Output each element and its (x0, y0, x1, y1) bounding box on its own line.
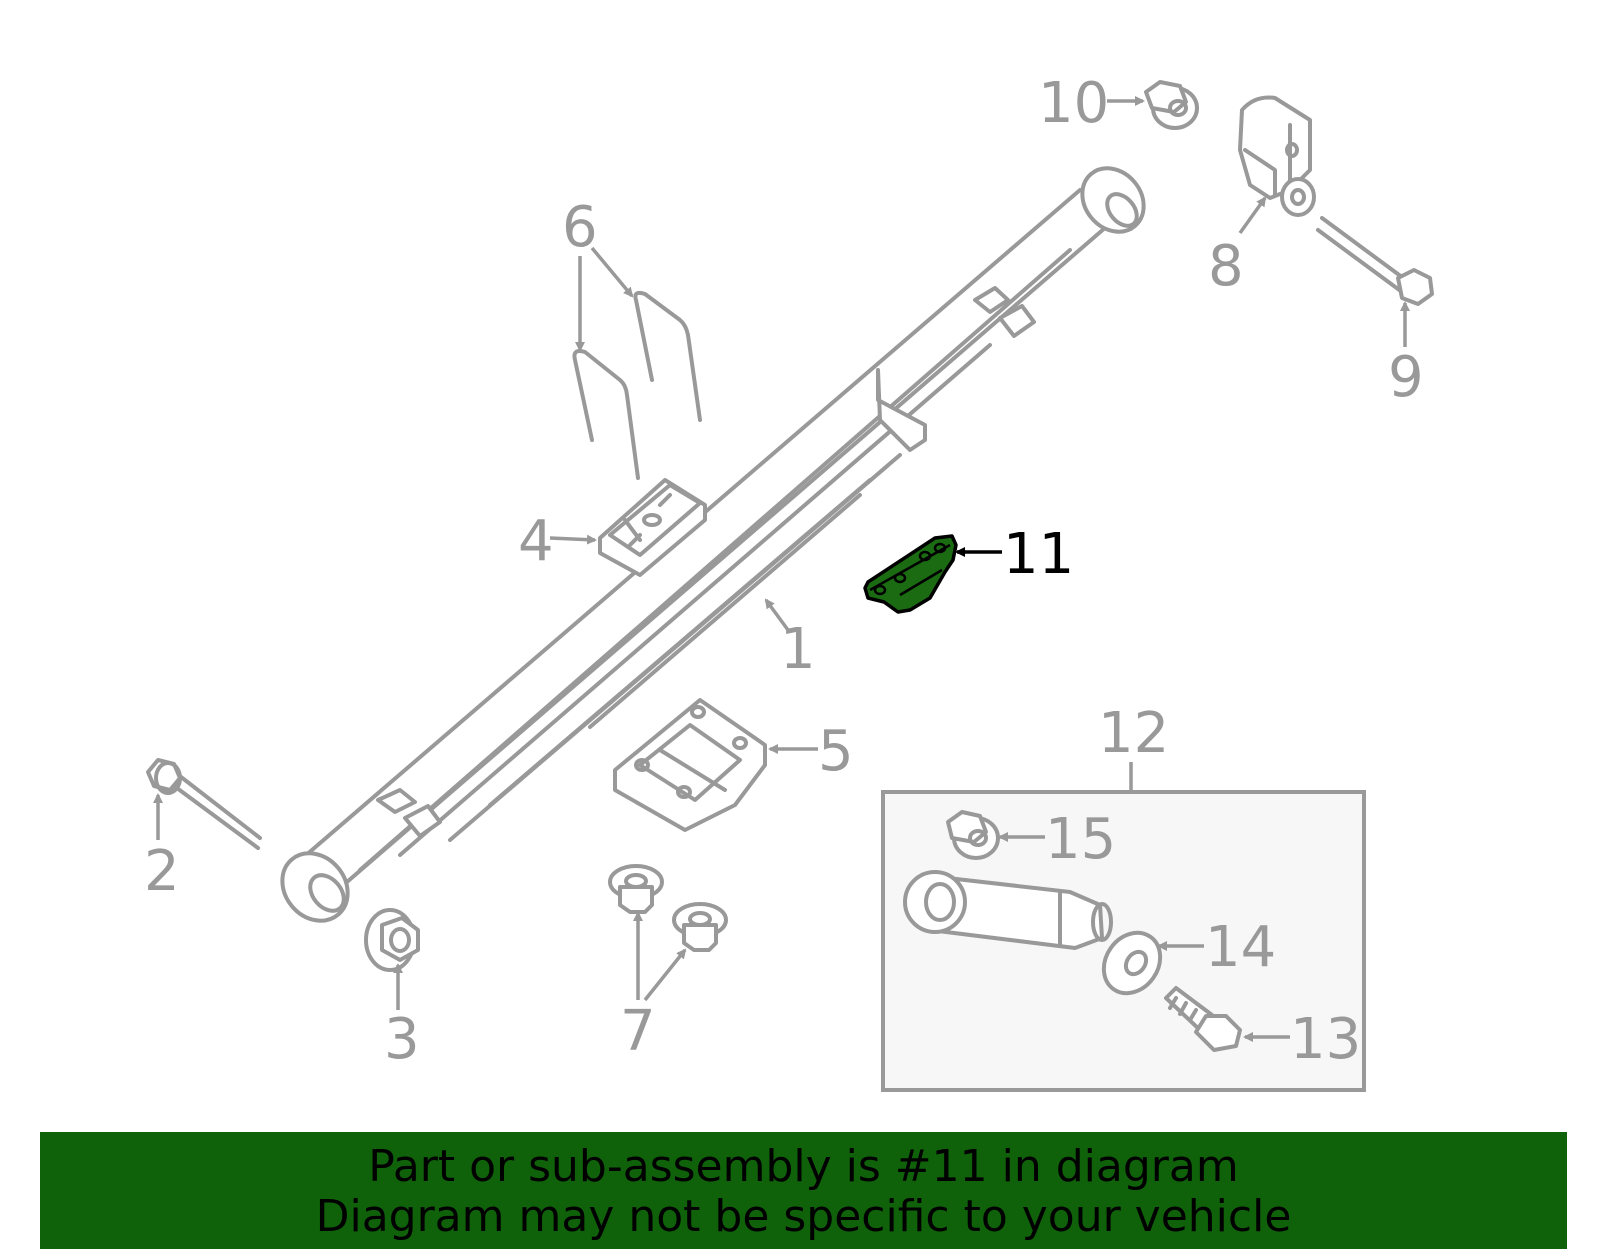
leaf-spring-part-1[interactable] (269, 156, 1156, 934)
bolt-part-13[interactable] (1164, 986, 1242, 1052)
callout-8: 8 (1208, 234, 1244, 299)
washer-part-14[interactable] (1092, 922, 1171, 1004)
callout-13: 13 (1290, 1007, 1361, 1072)
callout-labels: 1 2 3 4 5 6 7 8 9 10 11 12 13 14 15 (144, 71, 1424, 1072)
highlighted-bracket-part-11[interactable] (863, 534, 958, 614)
callout-9: 9 (1388, 345, 1424, 410)
nut-part-3[interactable] (364, 908, 420, 972)
callout-2: 2 (144, 839, 180, 904)
spring-pad-part-4[interactable] (598, 478, 707, 577)
callout-14: 14 (1205, 915, 1276, 980)
callout-12: 12 (1098, 701, 1169, 766)
callout-11: 11 (1003, 522, 1074, 587)
callout-10: 10 (1038, 71, 1109, 136)
callout-arrows (153, 96, 1410, 1042)
banner-line-1: Part or sub-assembly is #11 in diagram (368, 1141, 1239, 1192)
nut-part-10[interactable] (1144, 80, 1199, 130)
info-banner: Part or sub-assembly is #11 in diagram D… (40, 1132, 1567, 1249)
hanger-bracket-part-8[interactable] (1238, 95, 1316, 217)
shock-absorber[interactable] (903, 870, 1113, 950)
callout-5: 5 (818, 719, 854, 784)
bolt-part-2[interactable] (146, 758, 262, 850)
spring-plate-part-5[interactable] (613, 698, 767, 832)
u-bolts-part-6[interactable] (572, 290, 702, 480)
callout-6: 6 (562, 195, 598, 260)
nut-part-15[interactable] (946, 810, 1000, 860)
bolt-part-9[interactable] (1316, 216, 1434, 306)
callout-4: 4 (518, 509, 554, 574)
callout-1: 1 (780, 617, 816, 682)
callout-3: 3 (384, 1007, 420, 1072)
flange-nuts-part-7[interactable] (608, 864, 728, 952)
banner-line-2: Diagram may not be specific to your vehi… (315, 1191, 1292, 1242)
callout-15: 15 (1045, 807, 1116, 872)
callout-7: 7 (620, 999, 656, 1064)
